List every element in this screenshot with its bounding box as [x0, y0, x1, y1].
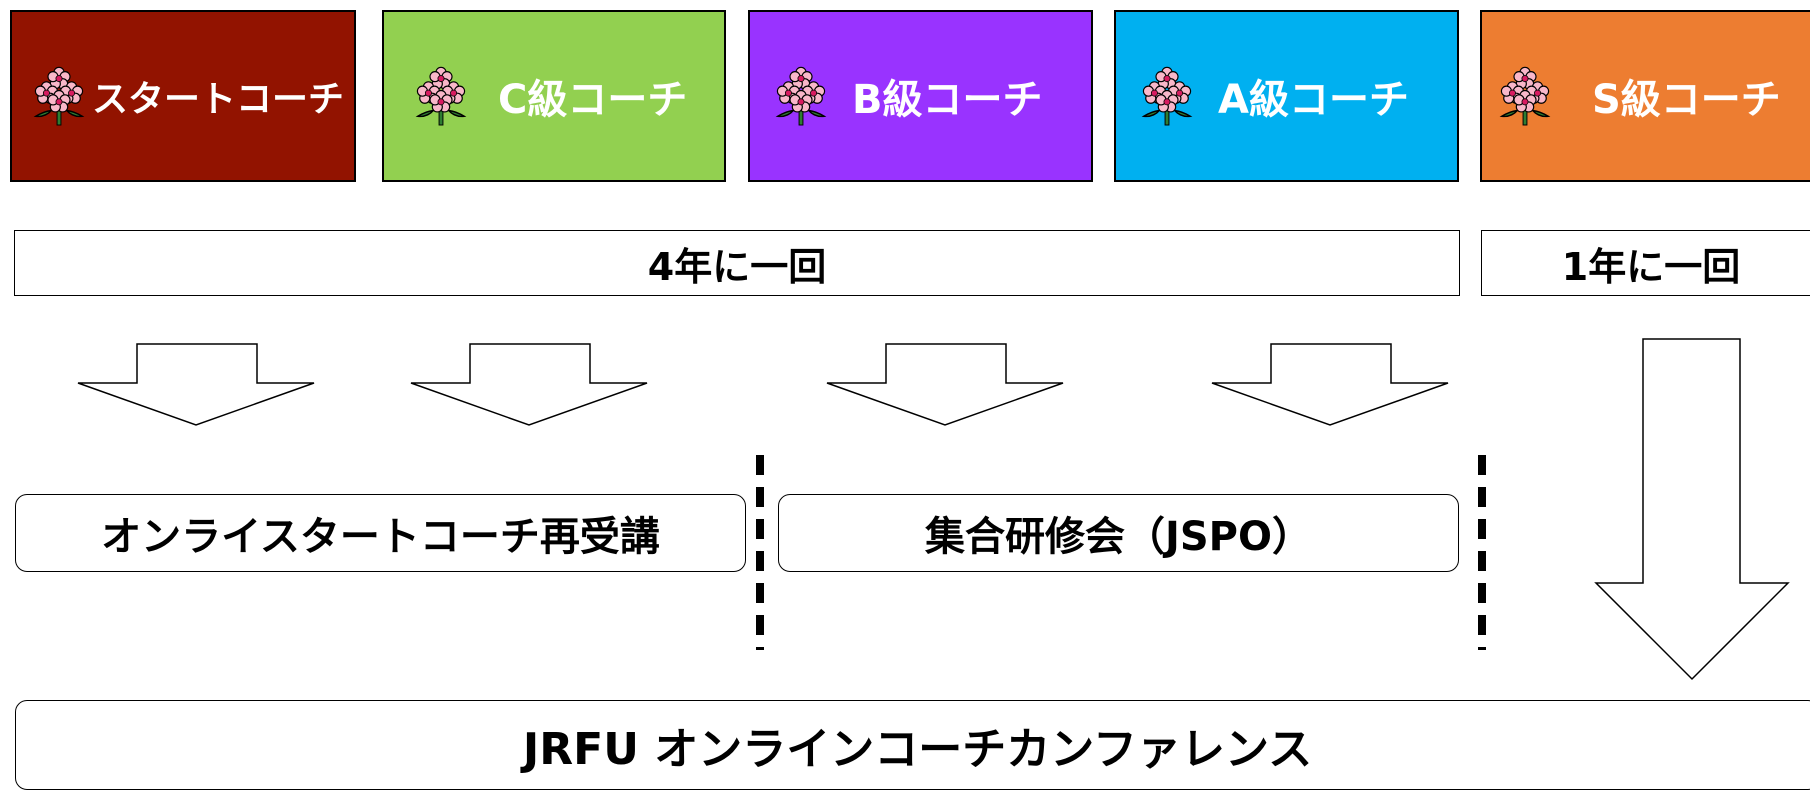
down-arrow-icon: [77, 343, 315, 426]
dashed-divider: [756, 455, 764, 650]
down-arrow-icon: [826, 343, 1064, 426]
level-label: B級コーチ: [852, 77, 1043, 123]
rugby-emblem-icon: [775, 66, 827, 126]
level-label: スタートコーチ: [92, 79, 345, 120]
rugby-emblem-icon: [33, 66, 85, 126]
frequency-every-four-years: 4年に一回: [14, 230, 1460, 296]
level-label: C級コーチ: [498, 77, 688, 123]
level-s-coach: S級コーチ: [1480, 10, 1810, 182]
level-label: A級コーチ: [1218, 77, 1409, 123]
program-group-training: 集合研修会（JSPO）: [778, 494, 1459, 572]
program-start-relearning: オンライスタートコーチ再受講: [15, 494, 746, 572]
rugby-emblem-icon: [1141, 66, 1193, 126]
frequency-every-year: 1年に一回: [1481, 230, 1810, 296]
rugby-emblem-icon: [1499, 66, 1551, 126]
long-down-arrow-icon: [1594, 338, 1790, 681]
level-a-coach: A級コーチ: [1114, 10, 1459, 182]
level-start-coach: スタートコーチ: [10, 10, 356, 182]
dashed-divider: [1478, 455, 1486, 650]
program-conference: JRFU オンラインコーチカンファレンス: [15, 700, 1810, 790]
rugby-emblem-icon: [415, 66, 467, 126]
down-arrow-icon: [410, 343, 648, 426]
down-arrow-icon: [1211, 343, 1449, 426]
level-label: S級コーチ: [1592, 77, 1781, 123]
level-c-coach: C級コーチ: [382, 10, 726, 182]
level-b-coach: B級コーチ: [748, 10, 1093, 182]
